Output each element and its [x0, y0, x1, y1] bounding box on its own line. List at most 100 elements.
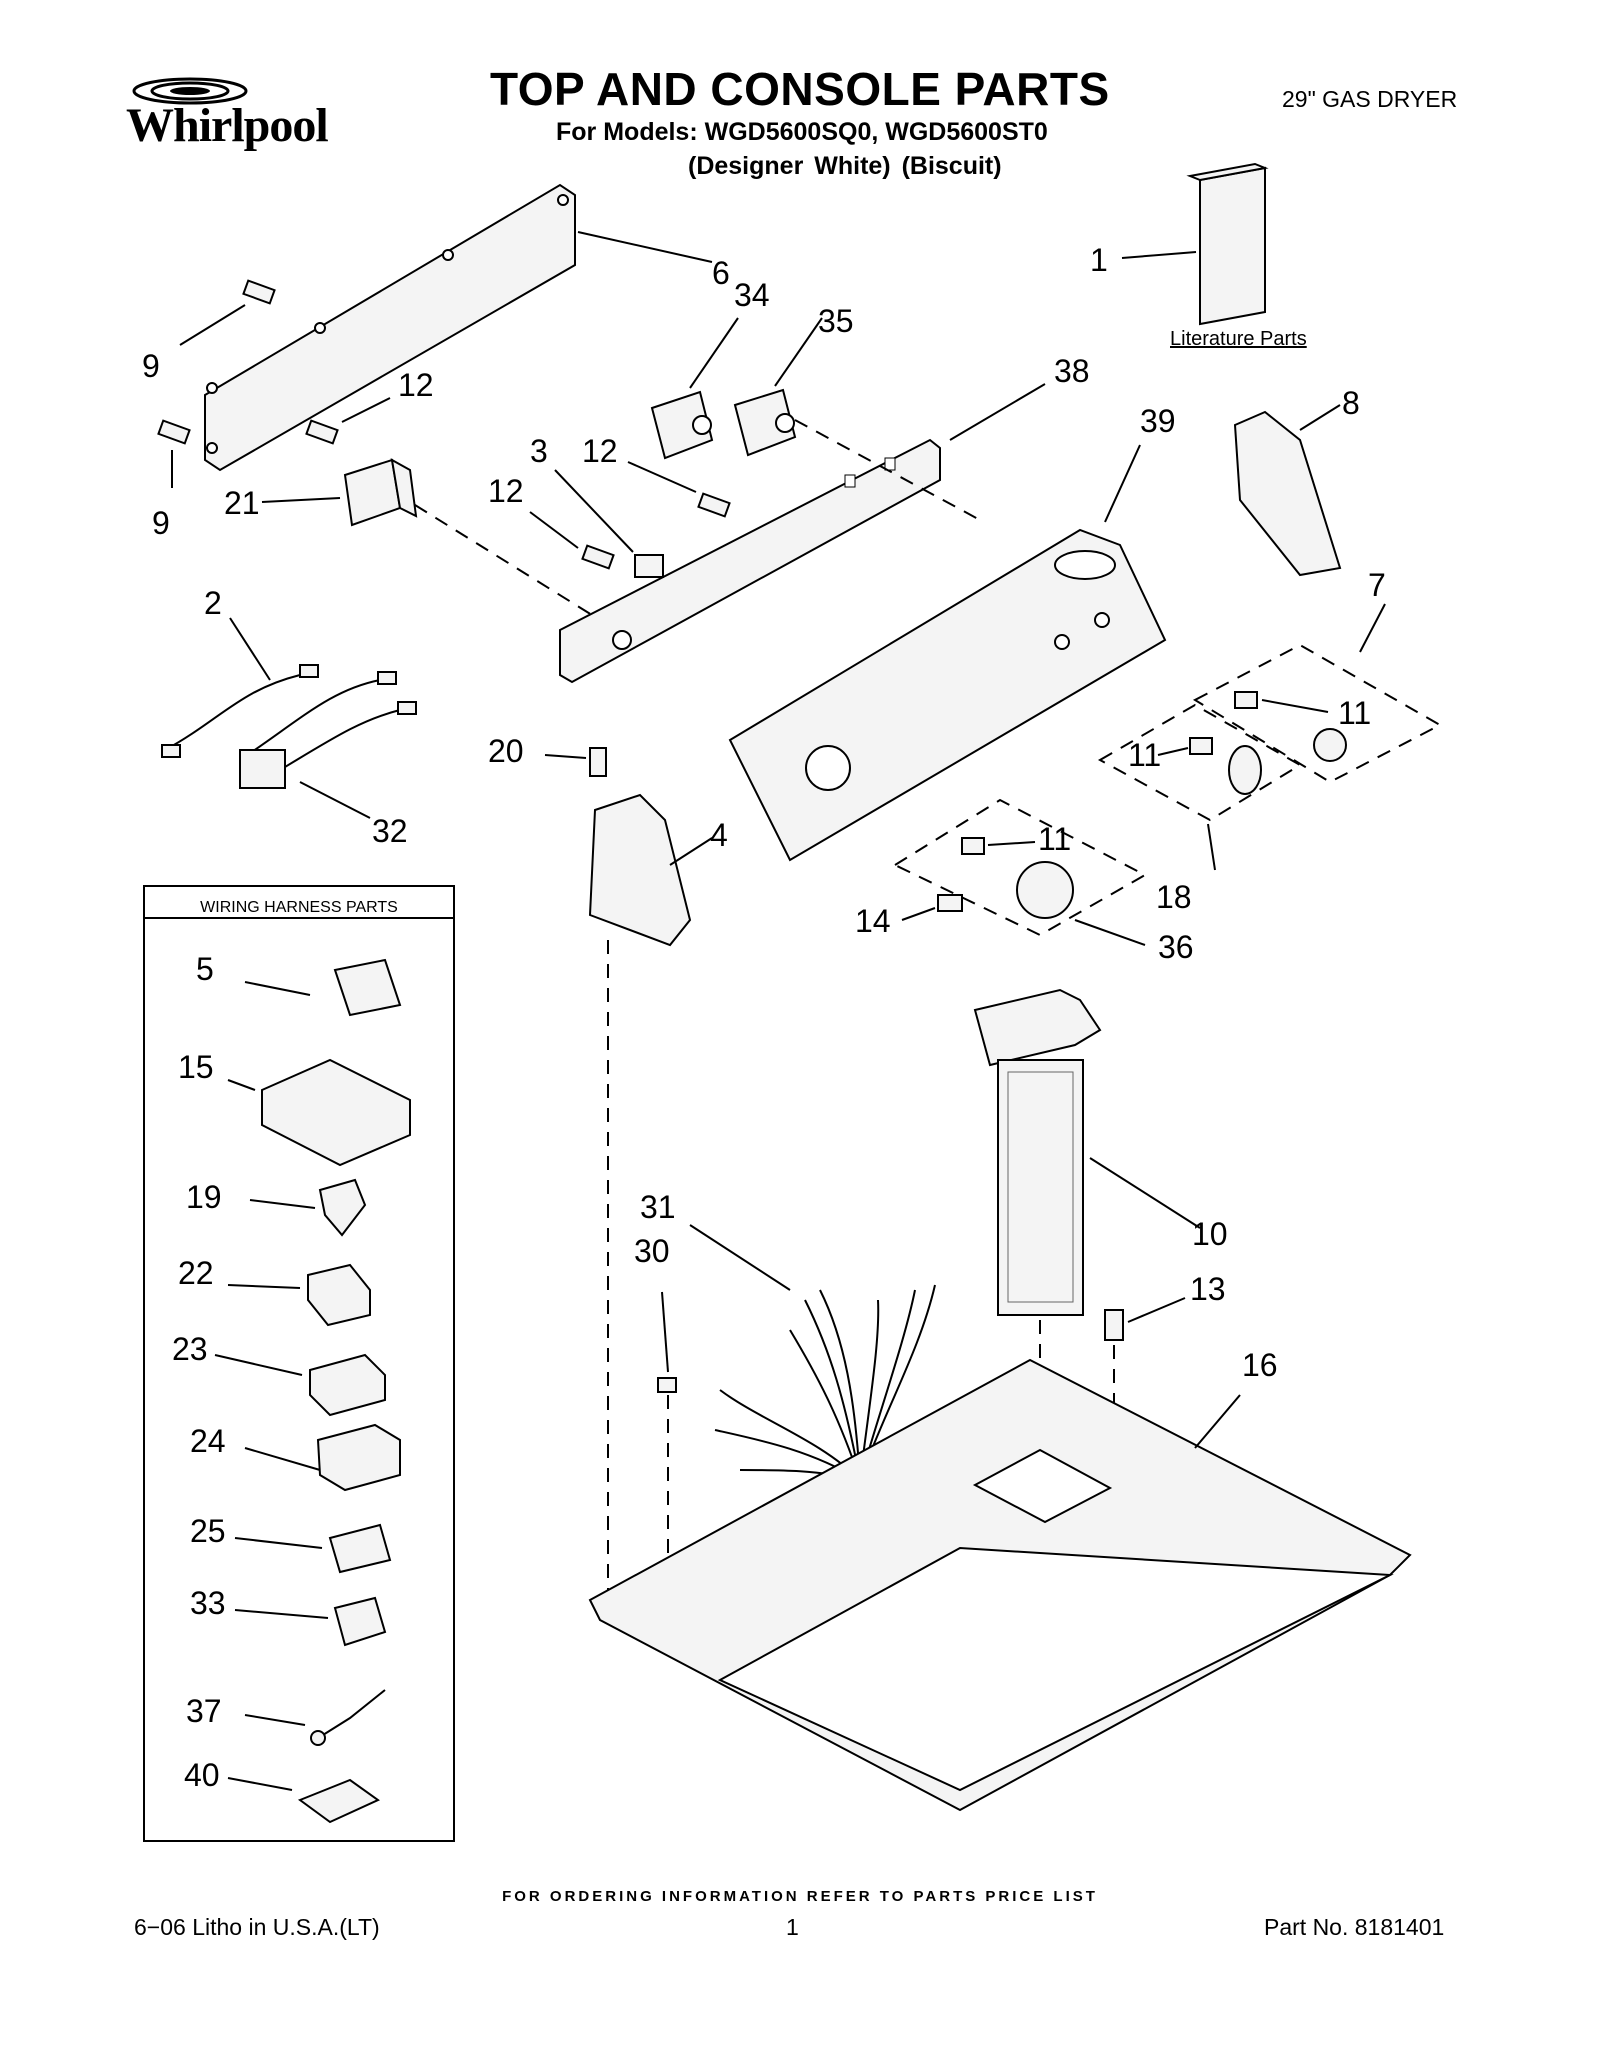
leader-20 [544, 754, 587, 759]
dash-timer [414, 504, 601, 621]
callout-22: 22 [178, 1255, 214, 1291]
knob-group-7 [1192, 643, 1443, 784]
callout-3: 3 [530, 433, 548, 469]
connector-15 [261, 1058, 411, 1167]
models-line: For Models: WGD5600SQ0, WGD5600ST0 [556, 118, 1048, 146]
leader-21 [261, 497, 341, 503]
leader-22 [227, 1284, 301, 1289]
spacer-11a [1234, 691, 1258, 709]
callout-21: 21 [224, 485, 260, 521]
connector-19 [318, 1178, 367, 1237]
leader-36 [1074, 919, 1146, 946]
callout-32: 32 [372, 813, 408, 849]
callout-39: 39 [1140, 403, 1176, 439]
callout-7: 7 [1368, 567, 1386, 603]
callout-9-top: 9 [142, 348, 160, 384]
terminal-37 [310, 1689, 386, 1746]
page-title: TOP AND CONSOLE PARTS [490, 63, 1110, 115]
leader-31 [689, 1224, 791, 1291]
callout-35: 35 [818, 303, 854, 339]
litho-info: 6−06 Litho in U.S.A.(LT) [134, 1914, 380, 1940]
callout-13: 13 [1190, 1271, 1226, 1307]
callout-4: 4 [710, 817, 728, 853]
callout-34: 34 [734, 277, 770, 313]
callout-25: 25 [190, 1513, 226, 1549]
switch-35 [733, 388, 797, 457]
leader-32 [299, 781, 371, 819]
callout-40: 40 [184, 1757, 220, 1793]
leader-12b [529, 511, 579, 549]
console-end-cap [1233, 410, 1342, 577]
leader-11b [1157, 747, 1189, 756]
callout-11a: 11 [1338, 695, 1371, 731]
screw-13 [1104, 1309, 1124, 1341]
connector-5 [333, 958, 402, 1017]
callout-1: 1 [1090, 242, 1108, 278]
screw-12b [581, 544, 615, 570]
knob-group-36 [892, 798, 1148, 937]
lint-screen [973, 988, 1102, 1316]
callout-14: 14 [855, 903, 891, 939]
literature-book [1186, 162, 1269, 326]
leader-30 [661, 1291, 669, 1373]
leader-11a [1261, 699, 1329, 713]
screw-14 [937, 894, 963, 912]
part-number: Part No. 8181401 [1264, 1914, 1445, 1940]
leader-37 [244, 1714, 306, 1726]
callout-10: 10 [1192, 1216, 1228, 1252]
leader-3 [554, 469, 634, 553]
leader-12c [627, 461, 697, 493]
brand-wordmark: Whirlpool [126, 99, 329, 152]
callout-12c: 12 [582, 433, 618, 469]
console-back-panel [204, 183, 576, 472]
whirlpool-logo: Whirlpool [126, 76, 366, 156]
leader-24 [244, 1447, 321, 1471]
leader-7 [1359, 603, 1386, 653]
product-type: 29" GAS DRYER [1282, 86, 1458, 112]
leader-9a [179, 304, 246, 346]
callout-6: 6 [712, 255, 730, 291]
clip-30 [657, 1377, 677, 1393]
callout-38: 38 [1054, 353, 1090, 389]
knob-group-18 [1097, 703, 1302, 822]
literature-parts-label: Literature Parts [1170, 328, 1307, 350]
screw-20 [589, 747, 607, 777]
dash-switch [794, 419, 981, 521]
leader-40 [227, 1777, 293, 1791]
connector-25 [328, 1523, 392, 1574]
callout-16: 16 [1242, 1347, 1278, 1383]
connector-23 [309, 1353, 386, 1417]
switch-34 [650, 390, 714, 460]
leader-16 [1194, 1394, 1241, 1449]
callout-33: 33 [190, 1585, 226, 1621]
connector-24 [316, 1423, 401, 1492]
ordering-note: FOR ORDERING INFORMATION REFER TO PARTS … [502, 1888, 1098, 1905]
leader-10 [1089, 1157, 1201, 1229]
leader-25 [234, 1537, 323, 1549]
screw-9-top [242, 279, 276, 305]
console-panel [728, 528, 1167, 862]
leader-38 [949, 383, 1046, 441]
spacer-11b [1189, 737, 1213, 755]
dryer-top-panel [588, 1358, 1412, 1812]
leader-39 [1104, 444, 1141, 523]
leader-34 [689, 317, 739, 389]
connector-33 [333, 1596, 387, 1647]
leader-1 [1121, 251, 1197, 259]
callout-9-bottom: 9 [152, 505, 170, 541]
callout-36: 36 [1158, 929, 1194, 965]
callout-15: 15 [178, 1049, 214, 1085]
callout-31: 31 [640, 1189, 676, 1225]
knob-18 [1228, 745, 1262, 795]
wiring-harness-box [143, 885, 455, 1842]
swirl-icon [132, 77, 248, 105]
connector-40 [297, 1778, 380, 1824]
leader-6 [577, 231, 713, 263]
timer-assembly [343, 458, 418, 527]
callout-12b: 12 [488, 473, 524, 509]
leader-23 [214, 1354, 303, 1376]
console-end-cap-left [588, 793, 692, 947]
spacer-11c [961, 837, 985, 855]
callout-2: 2 [204, 585, 222, 621]
